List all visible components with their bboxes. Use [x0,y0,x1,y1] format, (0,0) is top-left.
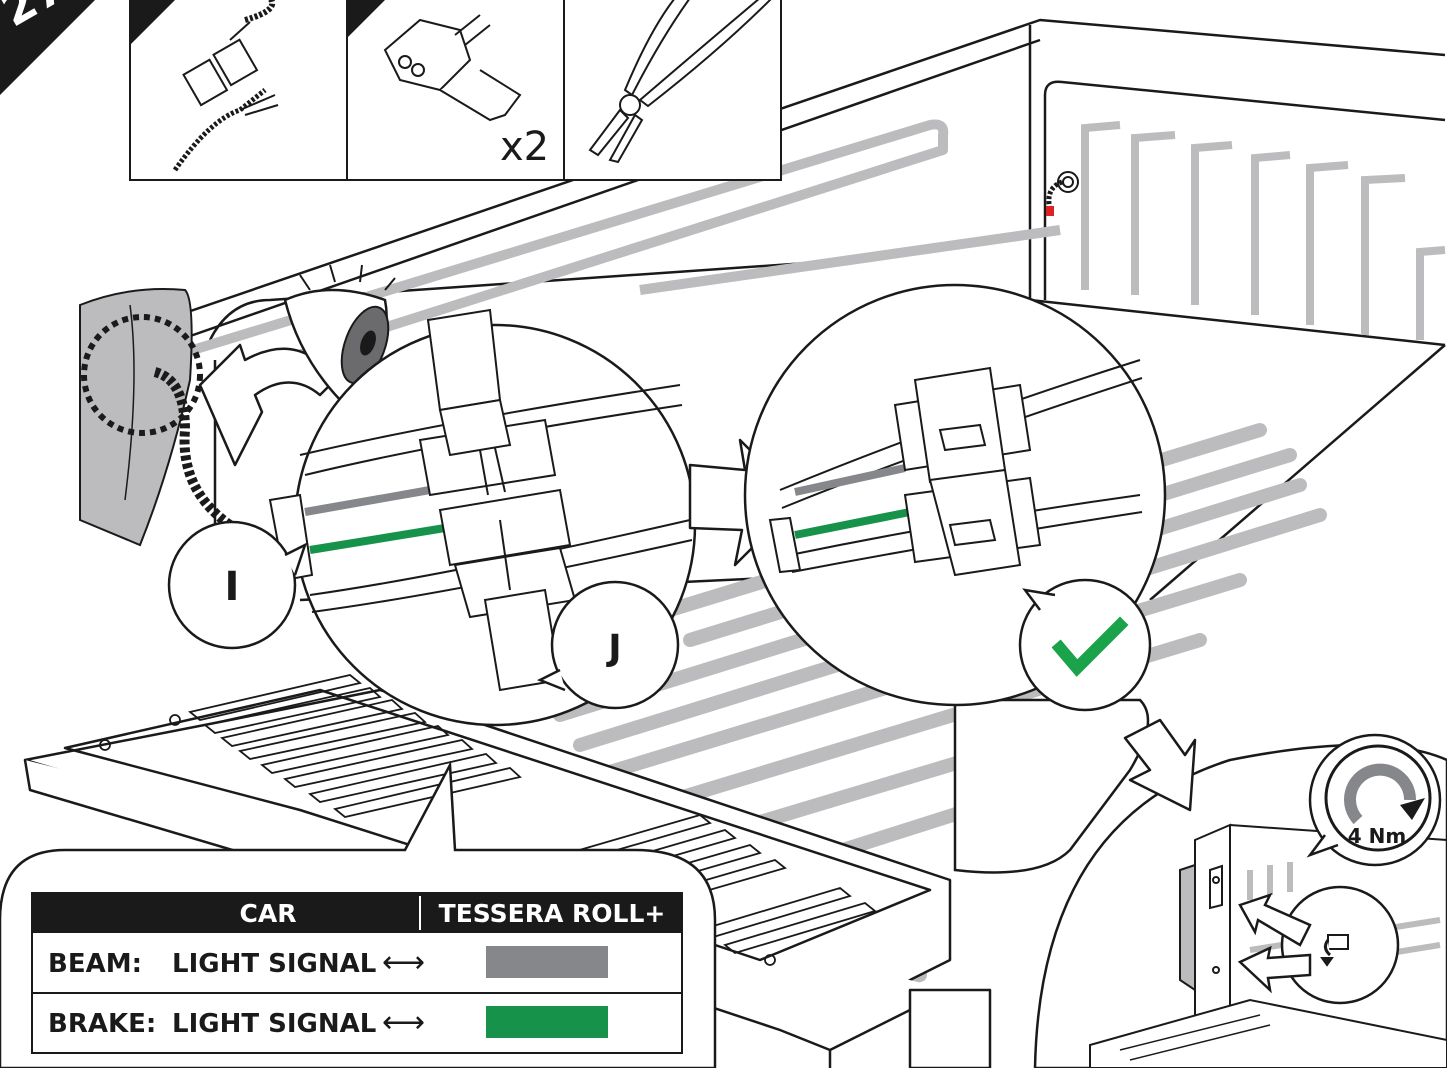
callout-check [1020,580,1150,710]
legend-row-beam-signal: LIGHT SIGNAL [172,949,376,979]
rear-light-socket [1046,172,1078,216]
left-wall-cover [80,289,230,545]
legend-row-beam-arrow: ⟷ [382,945,425,980]
legend-row-beam-label: BEAM: [48,949,142,979]
part-panel-3 [564,0,781,180]
legend-row-brake-signal: LIGHT SIGNAL [172,1009,376,1039]
parts-row: x2 [130,0,781,180]
part-panel-2: x2 [347,0,564,180]
legend-row-brake-arrow: ⟷ [382,1005,425,1040]
part-qty-2: x2 [500,124,549,170]
part-panel-1 [130,0,347,180]
legend-header-tessera: TESSERA ROLL+ [439,899,666,928]
legend-header-car: CAR [240,899,297,928]
torque-value: 4 Nm [1348,824,1406,848]
wall-ribs [1085,125,1445,340]
brake-swatch [486,1006,608,1038]
callout-j-label: J [605,628,621,669]
beam-swatch [486,946,608,978]
callout-i-label: I [225,564,240,610]
legend-row-brake-label: BRAKE: [48,1009,156,1039]
